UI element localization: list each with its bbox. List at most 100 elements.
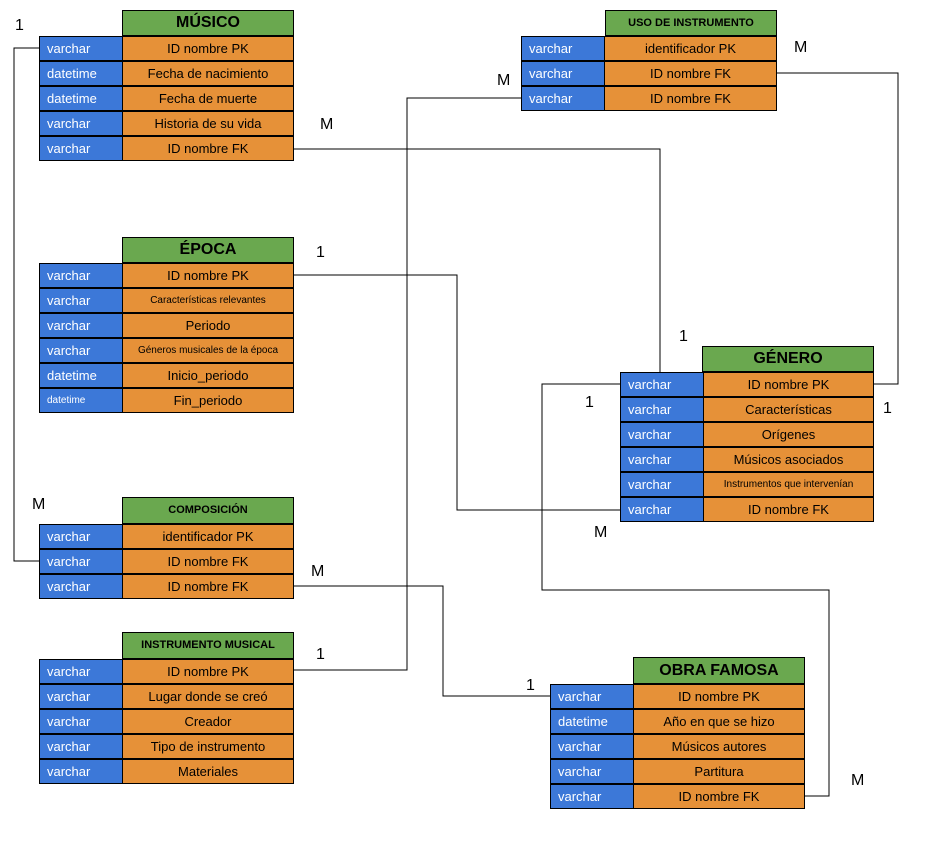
entity-obra-famosa: OBRA FAMOSA varchar ID nombre PK datetim…	[550, 657, 805, 809]
entity-title: COMPOSICIÓN	[122, 497, 294, 524]
attribute-name: Instrumentos que intervenían	[703, 472, 874, 497]
line-uso-instrumento	[294, 97, 521, 671]
attribute-name: ID nombre FK	[122, 136, 294, 161]
attribute-name: ID nombre PK	[122, 36, 294, 61]
attribute-name: Músicos asociados	[703, 447, 874, 472]
attribute-type: varchar	[620, 497, 704, 522]
attribute-type: varchar	[39, 759, 123, 784]
attribute-type: varchar	[620, 372, 704, 397]
attribute-type: varchar	[550, 684, 634, 709]
attribute-name: Tipo de instrumento	[122, 734, 294, 759]
attribute-type: datetime	[550, 709, 634, 734]
attribute-name: ID nombre FK	[604, 61, 777, 86]
cardinality-label: 1	[316, 646, 325, 663]
entity-title: MÚSICO	[122, 10, 294, 36]
cardinality-label: M	[32, 496, 46, 513]
attribute-name: Partitura	[633, 759, 805, 784]
attribute-name: Orígenes	[703, 422, 874, 447]
cardinality-label: 1	[15, 17, 24, 34]
attribute-type: datetime	[39, 388, 123, 413]
attribute-type: varchar	[521, 36, 605, 61]
attribute-name: Géneros musicales de la época	[122, 338, 294, 363]
attribute-type: varchar	[39, 136, 123, 161]
cardinality-label: 1	[883, 400, 892, 417]
attribute-type: varchar	[39, 36, 123, 61]
attribute-type: datetime	[39, 86, 123, 111]
entity-musico: MÚSICO varchar ID nombre PK datetime Fec…	[39, 10, 294, 161]
attribute-type: varchar	[39, 111, 123, 136]
line-epoca-genero	[294, 274, 620, 511]
line-musico-genero	[294, 148, 661, 372]
line-composicion-obra	[294, 585, 550, 697]
line-genero-obra	[541, 383, 830, 797]
attribute-type: varchar	[620, 472, 704, 497]
attribute-name: Creador	[122, 709, 294, 734]
attribute-name: Historia de su vida	[122, 111, 294, 136]
attribute-type: varchar	[39, 659, 123, 684]
attribute-name: ID nombre FK	[604, 86, 777, 111]
attribute-name: ID nombre FK	[703, 497, 874, 522]
attribute-type: varchar	[39, 709, 123, 734]
attribute-name: Características	[703, 397, 874, 422]
attribute-type: varchar	[550, 734, 634, 759]
cardinality-label: 1	[679, 328, 688, 345]
attribute-name: identificador PK	[604, 36, 777, 61]
attribute-name: Músicos autores	[633, 734, 805, 759]
attribute-name: ID nombre FK	[633, 784, 805, 809]
attribute-name: ID nombre PK	[633, 684, 805, 709]
attribute-name: Materiales	[122, 759, 294, 784]
attribute-type: varchar	[39, 263, 123, 288]
entity-title: ÉPOCA	[122, 237, 294, 263]
attribute-type: varchar	[39, 313, 123, 338]
entity-epoca: ÉPOCA varchar ID nombre PK varchar Carac…	[39, 237, 294, 413]
attribute-type: varchar	[39, 734, 123, 759]
attribute-name: ID nombre FK	[122, 574, 294, 599]
attribute-type: varchar	[39, 288, 123, 313]
attribute-name: identificador PK	[122, 524, 294, 549]
attribute-type: datetime	[39, 61, 123, 86]
attribute-type: varchar	[39, 549, 123, 574]
cardinality-label: M	[497, 72, 511, 89]
cardinality-label: M	[311, 563, 325, 580]
attribute-name: Lugar donde se creó	[122, 684, 294, 709]
entity-instrumento-musical: INSTRUMENTO MUSICAL varchar ID nombre PK…	[39, 632, 294, 784]
entity-title: INSTRUMENTO MUSICAL	[122, 632, 294, 659]
cardinality-label: M	[851, 772, 865, 789]
attribute-type: varchar	[521, 86, 605, 111]
line-uso-genero	[777, 72, 899, 385]
cardinality-label: 1	[585, 394, 594, 411]
attribute-type: varchar	[39, 684, 123, 709]
entity-uso-de-instrumento: USO DE INSTRUMENTO varchar identificador…	[521, 10, 777, 111]
attribute-type: varchar	[550, 784, 634, 809]
entity-title: OBRA FAMOSA	[633, 657, 805, 684]
attribute-name: ID nombre PK	[122, 659, 294, 684]
attribute-name: ID nombre PK	[122, 263, 294, 288]
attribute-name: ID nombre FK	[122, 549, 294, 574]
cardinality-label: 1	[526, 677, 535, 694]
attribute-type: varchar	[39, 574, 123, 599]
attribute-type: varchar	[620, 447, 704, 472]
entity-composicion: COMPOSICIÓN varchar identificador PK var…	[39, 497, 294, 599]
attribute-name: Características relevantes	[122, 288, 294, 313]
cardinality-label: 1	[316, 244, 325, 261]
cardinality-label: M	[794, 39, 808, 56]
attribute-type: varchar	[620, 422, 704, 447]
cardinality-label: M	[594, 524, 608, 541]
entity-genero: GÉNERO varchar ID nombre PK varchar Cara…	[620, 346, 874, 523]
attribute-type: varchar	[39, 524, 123, 549]
attribute-name: ID nombre PK	[703, 372, 874, 397]
entity-title: GÉNERO	[702, 346, 874, 372]
attribute-name: Fecha de muerte	[122, 86, 294, 111]
entity-title: USO DE INSTRUMENTO	[605, 10, 777, 36]
attribute-name: Año en que se hizo	[633, 709, 805, 734]
attribute-type: datetime	[39, 363, 123, 388]
line-musico-composicion	[13, 47, 40, 562]
attribute-name: Fin_periodo	[122, 388, 294, 413]
attribute-name: Fecha de nacimiento	[122, 61, 294, 86]
attribute-name: Periodo	[122, 313, 294, 338]
attribute-name: Inicio_periodo	[122, 363, 294, 388]
attribute-type: varchar	[521, 61, 605, 86]
attribute-type: varchar	[620, 397, 704, 422]
cardinality-label: M	[320, 116, 334, 133]
